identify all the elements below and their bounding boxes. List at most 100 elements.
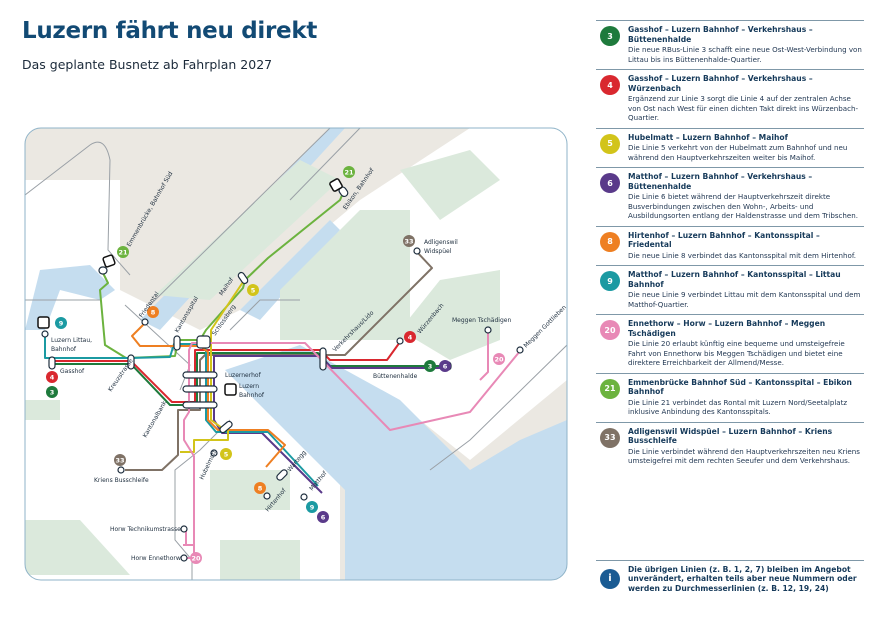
svg-text:9: 9 <box>310 504 315 512</box>
label-meggen-tschaedigen: Meggen Tschädigen <box>452 317 511 324</box>
badge-6: 6 <box>439 360 451 372</box>
legend-desc: Die neue RBus-Linie 3 schafft eine neue … <box>628 45 862 64</box>
svg-text:3: 3 <box>50 389 55 397</box>
badge-4: 4 <box>46 371 58 383</box>
stop-horw-technikum[interactable] <box>180 525 188 533</box>
label-luzernerhof: Luzernerhof <box>225 372 262 379</box>
legend-item-4: 4 Gasshof – Luzern Bahnhof – Verkehrshau… <box>596 69 864 128</box>
line-badge: 8 <box>600 231 620 252</box>
legend-item-8: 8 Hirtenhof – Luzern Bahnhof – Kantonssp… <box>596 225 864 266</box>
legend-item-21: 21 Emmenbrücke Bahnhof Süd – Kantonsspit… <box>596 372 864 422</box>
svg-text:4: 4 <box>50 374 55 382</box>
badge-20: 20 <box>493 353 505 365</box>
badge-5: 5 <box>247 284 259 296</box>
legend-desc: Ergänzend zur Linie 3 sorgt die Linie 4 … <box>628 94 859 122</box>
legend-desc: Die neue Linie 8 verbindet das Kantonssp… <box>628 250 857 260</box>
stop-emmenbruecke[interactable] <box>98 266 108 275</box>
legend-desc: Die neue Linie 9 verbindet Littau mit de… <box>628 290 861 309</box>
badge-21: 21 <box>117 246 129 258</box>
legend-item-3: 3 Gasshof – Luzern Bahnhof – Verkehrshau… <box>596 20 864 69</box>
svg-text:6: 6 <box>443 363 448 371</box>
stop-kriens[interactable] <box>117 466 125 474</box>
stop-friedental[interactable] <box>141 318 149 326</box>
page-subtitle: Das geplante Busnetz ab Fahrplan 2027 <box>22 57 273 72</box>
badge-9: 9 <box>306 501 318 513</box>
stop-meggen-gottlieben[interactable] <box>516 346 524 354</box>
label-adligenswil: Adligenswil <box>424 239 458 246</box>
svg-text:3: 3 <box>428 363 433 371</box>
legend-item-9: 9 Matthof – Luzern Bahnhof – Kantonsspit… <box>596 265 864 314</box>
legend-title: Matthof – Luzern Bahnhof – Kantonsspital… <box>628 270 841 289</box>
label-littau: Luzern Littau, <box>51 337 92 344</box>
stop-haldenstrasse[interactable] <box>219 420 234 434</box>
badge-8: 8 <box>254 482 266 494</box>
stop-wartegg[interactable] <box>276 469 289 482</box>
route-line-33 <box>125 251 433 471</box>
stop-hirtenhof[interactable] <box>263 492 271 500</box>
legend-desc: Die Linie 21 verbindet das Rontal mit Lu… <box>628 397 848 417</box>
badge-8: 8 <box>147 306 159 318</box>
stop-kantonalbank[interactable] <box>182 401 218 409</box>
legend-item-6: 6 Matthof – Luzern Bahnhof – Verkehrshau… <box>596 167 864 226</box>
legend-desc: Die Linie 20 erlaubt künftig eine bequem… <box>628 339 845 367</box>
badge-33: 33 <box>403 235 415 247</box>
line-badge: 33 <box>600 427 620 448</box>
stop-kantonsspital[interactable] <box>173 335 181 351</box>
svg-text:21: 21 <box>118 249 128 257</box>
stop-hubelmatt[interactable] <box>210 449 218 457</box>
stop-wuerzenbach[interactable] <box>396 337 404 345</box>
stop-matthof[interactable] <box>300 493 308 501</box>
line-badge: 20 <box>600 320 620 340</box>
stop-bahnhof[interactable] <box>182 385 218 393</box>
legend-title: Adligenswil Widspüel – Luzern Bahnhof – … <box>628 426 833 446</box>
svg-text:20: 20 <box>191 555 201 563</box>
stop-schlossberg[interactable] <box>196 335 211 349</box>
stop-adligenswil[interactable] <box>413 247 421 255</box>
legend-title: Hubelmatt – Luzern Bahnhof – Maihof <box>628 132 788 142</box>
svg-text:9: 9 <box>59 320 64 328</box>
label-horw-technikum: Horw Technikumstrasse <box>110 526 181 533</box>
badge-3: 3 <box>46 386 58 398</box>
stop-verkehrshaus[interactable] <box>319 347 327 371</box>
legend-title: Gasshof – Luzern Bahnhof – Verkehrshaus … <box>628 25 813 44</box>
label-horw-ennethorw: Horw Ennethorw <box>131 555 181 562</box>
stop-luzernerhof[interactable] <box>182 371 218 379</box>
badge-33: 33 <box>114 454 126 466</box>
legend-item-5: 5 Hubelmatt – Luzern Bahnhof – Maihof Di… <box>596 127 864 168</box>
legend-title: Ennethorw – Horw – Luzern Bahnhof – Megg… <box>628 319 826 338</box>
badge-5: 5 <box>220 448 232 460</box>
label-adligenswil: Widspüel <box>424 248 452 255</box>
svg-text:6: 6 <box>321 514 326 522</box>
legend-desc: Die Linie 5 verkehrt von der Hubelmatt z… <box>628 143 848 162</box>
svg-text:5: 5 <box>251 287 256 295</box>
svg-text:33: 33 <box>115 457 124 465</box>
badge-21: 21 <box>343 166 355 178</box>
label-bahnhof: Luzern <box>239 383 259 390</box>
line-badge: 6 <box>600 173 620 193</box>
route-legend: 3 Gasshof – Luzern Bahnhof – Verkehrshau… <box>596 20 864 598</box>
label-gasshof: Gasshof <box>60 368 85 375</box>
legend-item-20: 20 Ennethorw – Horw – Luzern Bahnhof – M… <box>596 314 864 373</box>
route-line-20 <box>183 330 521 559</box>
train-station-icon <box>37 178 343 396</box>
badge-20: 20 <box>190 552 202 564</box>
svg-text:33: 33 <box>404 238 413 246</box>
stop-kreuzstrasse[interactable] <box>127 354 135 370</box>
label-kriens: Kriens Busschleife <box>94 477 149 484</box>
legend-title: Gasshof – Luzern Bahnhof – Verkehrshaus … <box>628 74 813 93</box>
stop-maihof[interactable] <box>237 271 249 285</box>
route-line-4 <box>52 341 401 403</box>
svg-text:5: 5 <box>224 451 229 459</box>
label-littau: Bahnhof <box>51 346 77 353</box>
stop-littau[interactable] <box>41 330 49 338</box>
line-badge: 9 <box>600 271 620 291</box>
legend-info-text: Die übrigen Linien (z. B. 1, 2, 7) bleib… <box>628 564 857 593</box>
stop-gasshof[interactable] <box>48 356 56 370</box>
stop-meggen-tschaedigen[interactable] <box>484 326 492 334</box>
stop-horw-ennethorw[interactable] <box>180 554 188 562</box>
line-badge: 5 <box>600 133 620 154</box>
legend-desc: Die Linie verbindet während den Hauptver… <box>628 446 860 466</box>
legend-item-33: 33 Adligenswil Widspüel – Luzern Bahnhof… <box>596 421 864 471</box>
